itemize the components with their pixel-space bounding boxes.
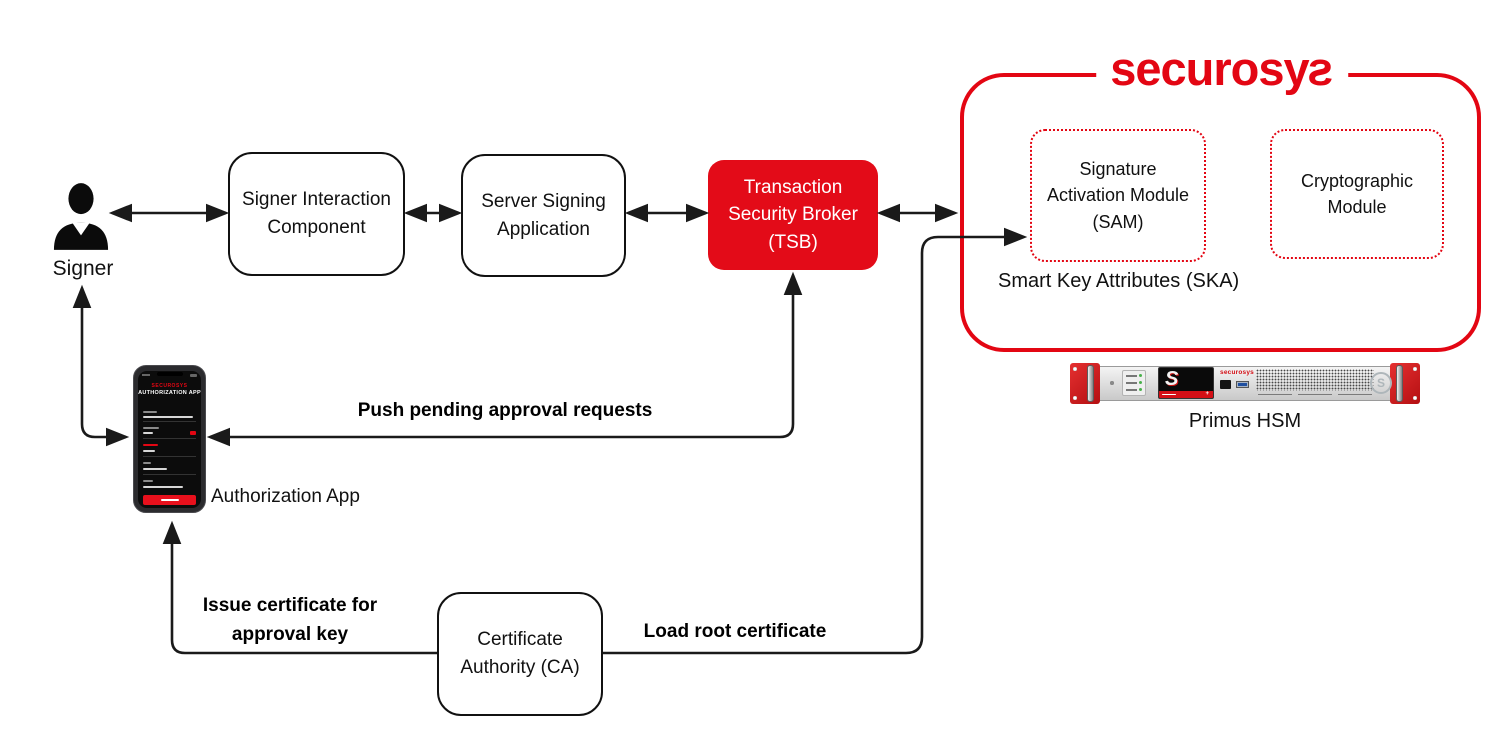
signer-label: Signer [52, 257, 114, 280]
usb-port [1236, 381, 1249, 388]
push-pending-approval-label: Push pending approval requests [357, 400, 653, 421]
bay-line [1298, 394, 1332, 395]
securosys-logo-main: securosy [1110, 42, 1309, 95]
app-field-value-skeleton [143, 432, 153, 434]
phone-screen: SECUROSYS AUTHORIZATION APP [138, 371, 201, 508]
certificate-authority-box: Certificate Authority (CA) [437, 592, 603, 716]
hsm-display-s-logo: S [1165, 368, 1179, 390]
securosys-logo-mirrored-s: s [1308, 42, 1334, 95]
smart-key-attributes-caption: Smart Key Attributes (SKA) [998, 270, 1240, 292]
app-field-value-skeleton [143, 416, 193, 418]
app-red-label-skeleton [143, 444, 158, 446]
cryptographic-module-box: Cryptographic Module [1270, 129, 1444, 259]
hsm-led-panel [1122, 370, 1146, 396]
led-green [1139, 374, 1142, 377]
phone-notch [156, 372, 183, 376]
console-port [1220, 380, 1231, 389]
phone-status-time [142, 374, 150, 376]
phone-status-battery-icon [190, 374, 197, 377]
divider [143, 474, 196, 475]
connector-signer-phone [72, 284, 130, 447]
authorization-app-phone: SECUROSYS AUTHORIZATION APP [133, 365, 206, 513]
bay-line [1258, 394, 1292, 395]
led-row [1126, 375, 1137, 377]
authorization-app-label: Authorization App [211, 486, 360, 507]
issue-certificate-label: Issue certificate for approval key [190, 592, 390, 649]
app-field-value-skeleton [143, 450, 155, 452]
screw-icon [1073, 367, 1077, 371]
transaction-security-broker-box: Transaction Security Broker (TSB) [708, 160, 878, 270]
issue-certificate-label-line1: Issue certificate for [202, 595, 378, 616]
issue-certificate-label-line2: approval key [231, 623, 349, 645]
hsm-left-rack-bracket [1070, 363, 1100, 404]
led-green [1139, 388, 1142, 391]
divider [143, 438, 196, 439]
hsm-right-handle [1396, 365, 1403, 402]
led-row [1126, 382, 1137, 384]
screw-icon [1413, 396, 1417, 400]
app-title-text: AUTHORIZATION APP [138, 390, 201, 396]
hsm-display-red-strip: + [1159, 391, 1213, 398]
swiss-cross-icon: + [1205, 391, 1209, 397]
hsm-right-rack-bracket [1390, 363, 1420, 404]
divider [143, 421, 196, 422]
app-register-button[interactable] [143, 495, 196, 505]
app-field-label-skeleton [143, 411, 157, 413]
hsm-display: S + [1158, 367, 1214, 399]
primus-hsm-label: Primus HSM [1188, 410, 1302, 432]
server-signing-application-box: Server Signing Application [461, 154, 626, 277]
screw-icon [1110, 381, 1114, 385]
app-brand-text: SECUROSYS [151, 383, 188, 389]
securosys-logo: securosys [1096, 42, 1348, 97]
signer-interaction-component-box: Signer Interaction Component [228, 152, 405, 276]
hsm-display-text-bar [1162, 393, 1176, 395]
bay-line [1338, 394, 1372, 395]
hsm-brand-text: securosys [1220, 369, 1254, 376]
app-field-label-skeleton [143, 462, 151, 464]
screw-icon [1073, 396, 1077, 400]
red-action-icon[interactable] [190, 431, 196, 435]
hsm-left-handle [1087, 365, 1094, 402]
app-field-label-skeleton [143, 480, 153, 482]
signature-activation-module-box: Signature Activation Module (SAM) [1030, 129, 1206, 262]
app-field-value-skeleton [143, 468, 167, 470]
button-text-skeleton [160, 499, 179, 501]
ventilation-grid [1256, 369, 1374, 391]
app-field-value-skeleton [143, 486, 183, 488]
securosys-s-badge-icon: S [1370, 372, 1392, 394]
divider [143, 456, 196, 457]
led-row [1126, 389, 1137, 391]
primus-hsm-appliance: S + securosys S [1070, 363, 1420, 404]
signer-person-icon [53, 183, 109, 250]
app-field-label-skeleton [143, 427, 159, 429]
screw-icon [1413, 367, 1417, 371]
load-root-certificate-label: Load root certificate [643, 621, 827, 642]
led-green [1139, 381, 1142, 384]
